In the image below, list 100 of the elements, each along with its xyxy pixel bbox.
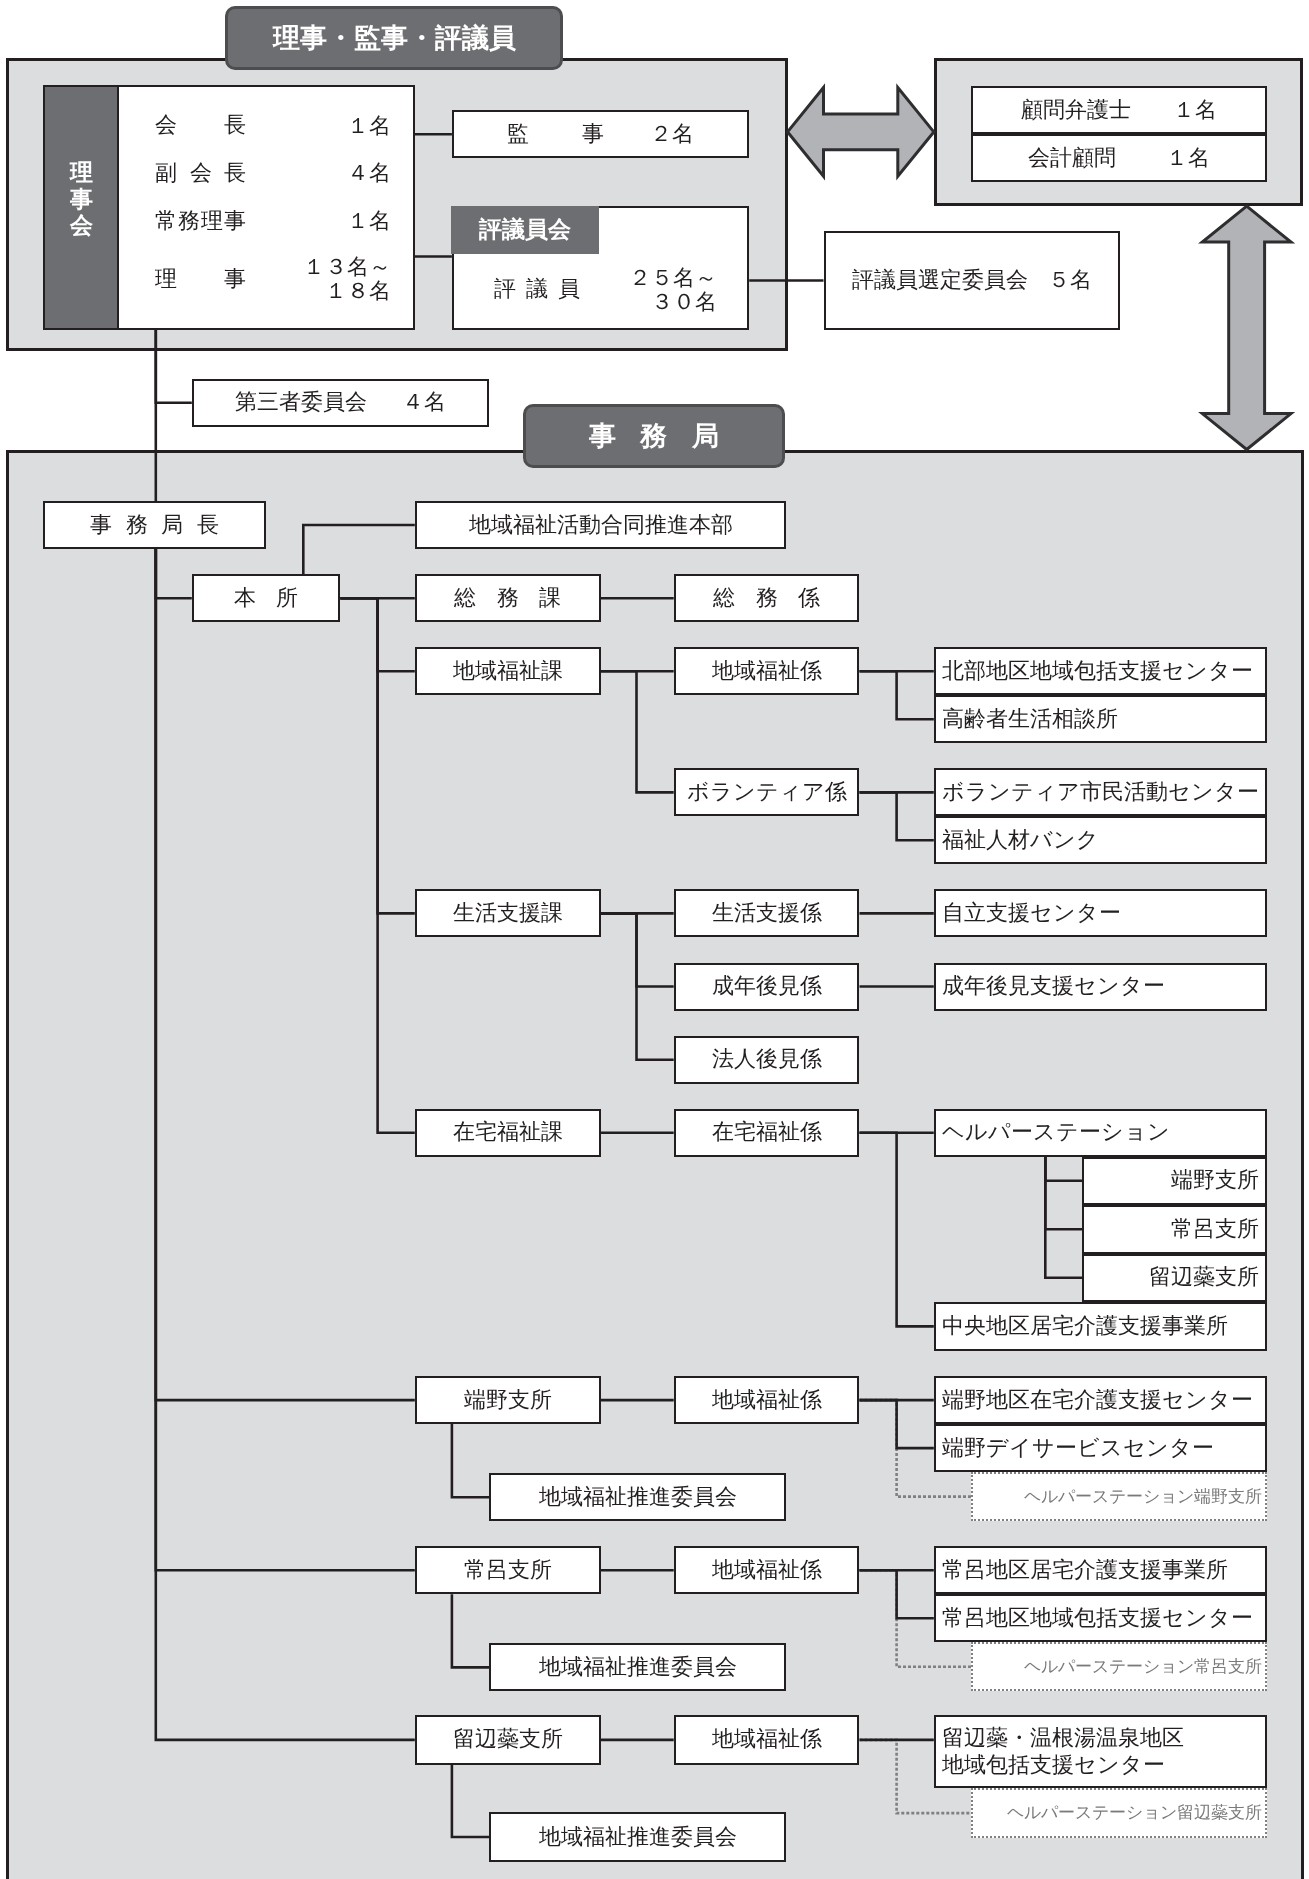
role-label: 副会長 (155, 159, 246, 187)
box-label: 北部地区地域包括支援センター (941, 657, 1253, 685)
connector-line (859, 791, 934, 842)
org-box (414, 501, 787, 549)
org-box (673, 1108, 860, 1157)
org-box (1082, 1253, 1267, 1302)
connector-line (450, 1424, 490, 1499)
double-arrow (785, 83, 936, 181)
org-box (489, 1812, 787, 1862)
org-box (970, 86, 1268, 135)
box-label: 成年後見支援センター (941, 973, 1165, 1000)
org-box (933, 1594, 1267, 1643)
org-box (933, 1546, 1267, 1595)
count-label: １名 (346, 113, 391, 138)
box-label: 在宅福祉係 (711, 1119, 822, 1147)
box-label: ヘルパーステーション留辺蘂支所 (1007, 1802, 1262, 1824)
role-label: 第三者委員会 (234, 389, 367, 417)
org-box (43, 85, 415, 330)
box-label: ヘルパーステーション (941, 1119, 1170, 1147)
org-box (970, 1642, 1267, 1692)
box-label: ボランティア市民活動センター (941, 778, 1259, 806)
count-label: １３名～１８名 (301, 255, 391, 303)
org-box (823, 231, 1120, 330)
connector-line (600, 1738, 674, 1742)
role-label: 理事 (155, 265, 246, 293)
box-label: 留辺蘂支所 (1149, 1264, 1259, 1292)
org-box (673, 574, 860, 623)
org-box (933, 889, 1267, 938)
org-box (933, 695, 1267, 744)
role-label: 顧問弁護士 (1020, 96, 1131, 124)
box-label: ボランティア係 (686, 778, 847, 806)
panel-heading: 事務局 (522, 403, 786, 468)
org-box (673, 889, 860, 938)
box-label: 福祉人材バンク (941, 826, 1099, 854)
connector-line (600, 1398, 674, 1402)
org-box (673, 768, 860, 817)
org-box (673, 1715, 860, 1765)
board-heading: 理事会 (45, 87, 120, 328)
org-box (673, 1035, 860, 1084)
connector-line (600, 670, 674, 794)
role-label: 会長 (155, 112, 246, 139)
box-label: 総務課 (453, 584, 562, 612)
connector-line (154, 329, 158, 502)
org-box (933, 1108, 1267, 1157)
box-label: 法人後見係 (711, 1046, 822, 1074)
box-label: 常呂地区居宅介護支援事業所 (941, 1556, 1228, 1584)
role-label: 評議員 (493, 276, 580, 304)
org-box (933, 1376, 1267, 1425)
box-label: 端野デイサービスセンター (941, 1434, 1214, 1462)
org-box (673, 647, 860, 696)
panel-heading: 理事・監事・評議員 (225, 6, 564, 70)
connector-line (600, 596, 674, 600)
box-label: 高齢者生活相談所 (941, 705, 1118, 733)
org-box (414, 1715, 601, 1765)
role-label: 常務理事 (155, 207, 246, 235)
box-label: 地域福祉活動合同推進本部 (468, 511, 733, 539)
org-box (191, 378, 490, 427)
org-box (970, 1788, 1267, 1838)
box-label: 生活支援課 (452, 899, 563, 927)
org-box (1082, 1156, 1267, 1205)
org-box (414, 1108, 601, 1157)
group-panel (933, 57, 1303, 207)
connector-line (1044, 1156, 1083, 1280)
org-box (673, 1546, 860, 1595)
double-arrow (1198, 204, 1296, 452)
org-box (191, 574, 341, 623)
box-label: 地域福祉係 (711, 657, 822, 685)
box-label: 生活支援係 (711, 899, 822, 927)
org-box (489, 1473, 787, 1522)
org-box (451, 206, 750, 330)
box-label: 中央地区居宅介護支援事業所 (941, 1312, 1228, 1340)
count-label: ２名 (650, 120, 695, 148)
connector-line (450, 1594, 490, 1669)
connector-line (414, 255, 452, 258)
box-label: 端野支所 (463, 1386, 552, 1414)
count-label: ５名 (1047, 267, 1092, 294)
box-label: 事務局長 (90, 511, 220, 539)
connector-line (859, 1569, 934, 1620)
box-label: 常呂支所 (463, 1556, 552, 1584)
count-label: １名 (346, 209, 391, 233)
box-label: 成年後見係 (711, 973, 822, 1000)
connector-line (414, 133, 452, 136)
box-label: 地域福祉係 (711, 1386, 822, 1414)
council-heading: 評議員会 (451, 205, 599, 254)
connector-line (859, 985, 934, 988)
box-label: 端野地区在宅介護支援センター (941, 1386, 1253, 1414)
role-label: 評議員選定委員会 (851, 267, 1028, 294)
box-label: 常呂支所 (1171, 1215, 1259, 1243)
count-label: １名 (1165, 144, 1210, 172)
org-box (414, 574, 601, 623)
box-label: ヘルパーステーション常呂支所 (1024, 1656, 1262, 1678)
connector-line (302, 523, 415, 575)
connector-line (600, 912, 674, 1061)
org-box (414, 647, 601, 696)
count-label: ２５名～３０名 (628, 266, 718, 314)
connector-line (859, 1398, 934, 1450)
org-box (970, 134, 1268, 183)
org-box (414, 889, 601, 938)
org-box (933, 1301, 1267, 1351)
org-box (933, 962, 1267, 1011)
